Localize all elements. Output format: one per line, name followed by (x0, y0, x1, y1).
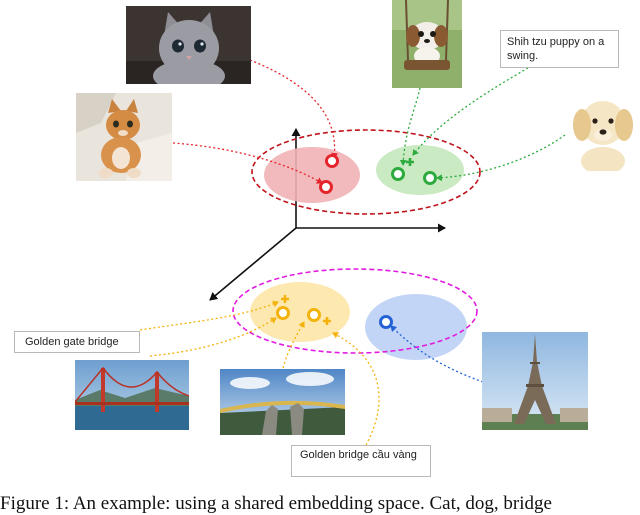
connector-golden-gate-text (139, 300, 279, 331)
connector-golden-hands-text (332, 332, 380, 446)
connector-eiffel (390, 325, 484, 383)
shih-tzu-swing-photo (392, 0, 462, 88)
dog-marker-2 (423, 171, 437, 185)
shih-tzu-icon (392, 0, 462, 88)
eiffel-cluster (365, 294, 467, 360)
cat-orange-icon (76, 93, 172, 181)
golden-bridge-vn-label-box: Golden bridge cầu vàng (291, 445, 431, 477)
golden-gate-icon (75, 360, 189, 430)
labrador-icon (566, 83, 640, 171)
landmark-group-ring (232, 268, 478, 354)
dog-text-plus-marker (406, 158, 414, 166)
golden-gate-label-box: Golden gate bridge (14, 331, 140, 353)
golden-gate-bridge-photo (75, 360, 189, 430)
cat-orange-photo (76, 93, 172, 181)
kitten-gray-photo (126, 6, 251, 84)
eiffel-marker (379, 315, 393, 329)
figure-caption: Figure 1: An example: using a shared emb… (0, 493, 552, 514)
golden-gate-label: Golden gate bridge (25, 336, 119, 348)
shih-tzu-label-box: Shih tzu puppy on a swing. (500, 30, 619, 68)
eiffel-tower-icon (482, 332, 588, 430)
labrador-puppy-photo (566, 83, 640, 171)
dog-cluster (376, 145, 464, 195)
kitten-gray-icon (126, 6, 251, 84)
bridge-text-plus-marker-2 (323, 317, 331, 325)
cat-cluster (264, 147, 360, 203)
connector-kitten (249, 59, 339, 159)
bridge-cluster (250, 282, 350, 342)
golden-hands-icon (220, 369, 345, 435)
bridge-marker-1 (276, 306, 290, 320)
golden-hands-bridge-photo (220, 369, 345, 435)
golden-bridge-vn-label: Golden bridge cầu vàng (300, 449, 417, 461)
cat-marker-2 (319, 180, 333, 194)
bridge-marker-2 (307, 308, 321, 322)
connector-shih-tzu-image (399, 87, 421, 166)
shih-tzu-label: Shih tzu puppy on a swing. (507, 36, 605, 62)
dog-marker-1 (391, 167, 405, 181)
cat-marker-1 (325, 154, 339, 168)
connector-golden-hands-image (282, 321, 305, 369)
bridge-text-plus-marker-1 (281, 295, 289, 303)
eiffel-tower-photo (482, 332, 588, 430)
connector-shih-tzu-text (412, 67, 529, 156)
animal-group-ring (251, 129, 481, 215)
z-axis (209, 227, 297, 301)
connector-golden-gate-image (149, 317, 277, 357)
connector-labrador (436, 134, 566, 182)
